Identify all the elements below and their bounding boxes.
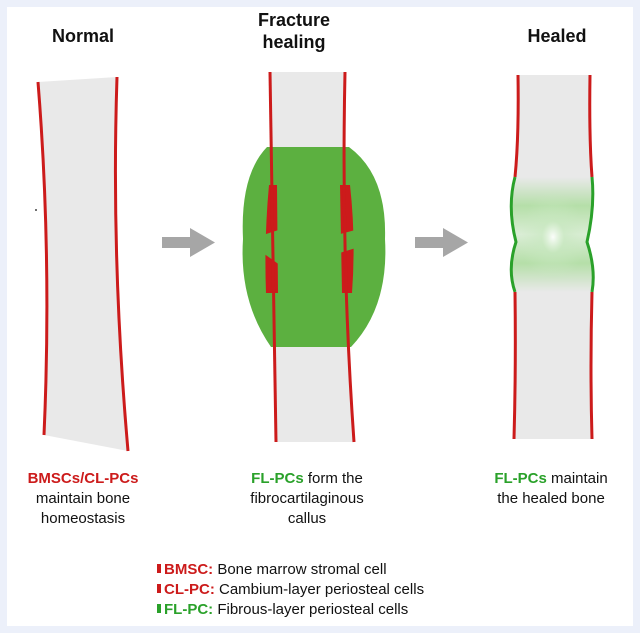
healed-left-red-top [513, 74, 520, 178]
caption-healed-line2: the healed bone [497, 490, 605, 507]
fracture-bone-left-edge [268, 71, 278, 443]
legend-desc-bmsc: Bone marrow stromal cell [213, 561, 387, 578]
fracture-bone-right-edge [342, 71, 356, 443]
panel-title-healed: Healed [527, 26, 587, 46]
caption-fracture-line1: form the [303, 470, 363, 487]
normal-bone-shaft [38, 77, 128, 451]
bone-diagram [35, 71, 595, 452]
healed-bone [509, 74, 595, 440]
caption-fracture: FL-PCs form the fibrocartilaginous callu… [227, 469, 387, 529]
panel-title-normal: Normal [51, 26, 114, 46]
legend-desc-fl-pc: Fibrous-layer periosteal cells [213, 601, 409, 618]
legend-item-bmsc: BMSC: Bone marrow stromal cell [157, 560, 424, 580]
healed-left-green [509, 176, 518, 293]
caption-normal-line1: maintain bone [35, 490, 131, 507]
legend-key-fl-pc: FL-PC: [164, 601, 214, 618]
caption-fracture-line2: fibrocartilaginous [250, 490, 364, 507]
diagram-stage: Normal Fracture healing Healed [7, 7, 633, 626]
healed-left-red-bottom [512, 291, 517, 440]
legend-key-cl-pc: CL-PC: [164, 581, 215, 598]
caption-fracture-line3: callus [287, 510, 327, 527]
caption-healed-highlight: FL-PCs [494, 470, 547, 487]
caption-normal: BMSCs/CL-PCs maintain bone homeostasis [7, 469, 159, 529]
caption-healed-line1: maintain [546, 470, 608, 487]
caption-healed: FL-PCs maintain the healed bone [471, 469, 631, 509]
normal-bone [35, 76, 130, 452]
legend-swatch-bmsc [157, 564, 161, 573]
fracture-line [263, 217, 359, 273]
healed-right-green [585, 176, 595, 293]
legend-swatch-cl-pc [157, 584, 161, 593]
healed-right-red-top [588, 74, 594, 178]
caption-fracture-highlight: FL-PCs [251, 470, 304, 487]
fracture-bone [242, 71, 386, 443]
healed-right-red-bottom [589, 291, 594, 440]
normal-bone-left-edge [36, 81, 49, 436]
legend-key-bmsc: BMSC: [164, 561, 214, 578]
arrow-right-icon-2 [415, 228, 468, 257]
legend-swatch-fl-pc [157, 604, 161, 613]
caption-normal-highlight: BMSCs/CL-PCs [27, 470, 139, 487]
panel-title-fracture-healing: Fracture healing [257, 10, 331, 52]
normal-bone-right-edge [113, 76, 130, 452]
legend-item-cl-pc: CL-PC: Cambium-layer periosteal cells [157, 580, 424, 600]
legend: BMSC: Bone marrow stromal cell CL-PC: Ca… [157, 560, 424, 620]
caption-normal-line2: homeostasis [40, 510, 126, 527]
arrow-right-icon-1 [162, 228, 215, 257]
legend-desc-cl-pc: Cambium-layer periosteal cells [214, 581, 425, 598]
legend-item-fl-pc: FL-PC: Fibrous-layer periosteal cells [157, 600, 424, 620]
